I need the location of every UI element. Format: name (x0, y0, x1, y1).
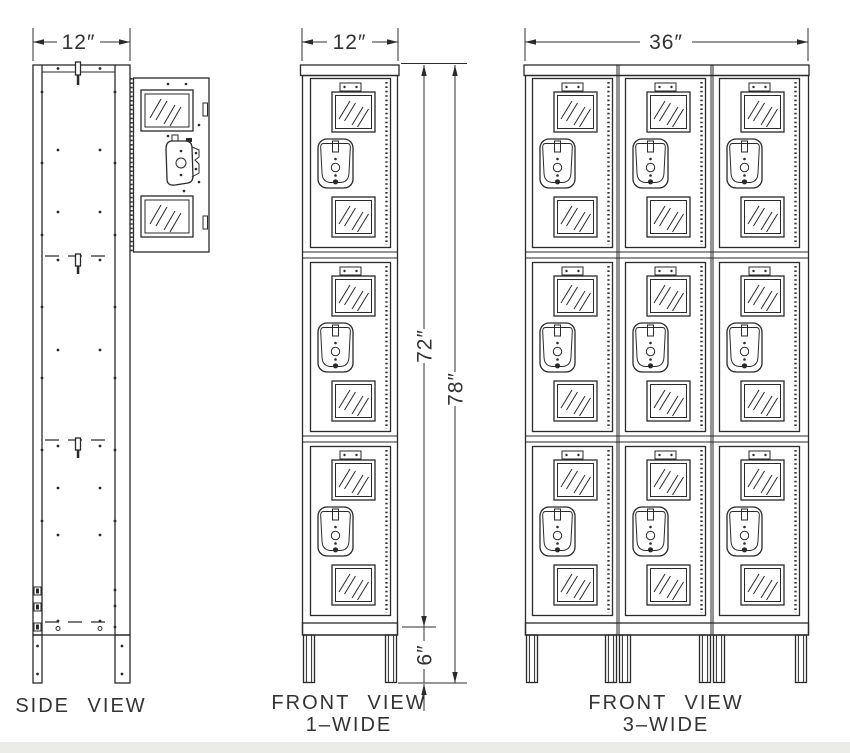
base-rail (524, 622, 810, 636)
locker-leg (525, 634, 539, 684)
bottom-edge-band (0, 742, 850, 753)
locker-leg (698, 634, 712, 684)
side-width-dim-text: 12″ (62, 31, 96, 54)
locker-door (309, 77, 392, 249)
front-view-1-wide: 12″ 72″ (271, 28, 467, 736)
front-1wide-width-dim-text: 12″ (333, 31, 367, 54)
side-view-body (32, 61, 131, 684)
side-view-open-door (130, 77, 210, 253)
front-1wide-label-line2: 1–WIDE (306, 714, 392, 736)
locker-door (624, 261, 707, 433)
locker-door (531, 77, 614, 249)
locker-leg (604, 634, 618, 684)
locker-door (531, 261, 614, 433)
top-cap (523, 64, 810, 77)
front-1wide-width-dimension: 12″ (301, 28, 399, 61)
front-1wide-label-line1: FRONT VIEW (271, 692, 426, 714)
side-view: 12″ (15, 28, 210, 717)
locker-leg (302, 634, 316, 684)
locker-door (624, 77, 707, 249)
front-3wide-width-dim-text: 36″ (649, 31, 683, 54)
side-view-latch (165, 134, 200, 193)
locker-door (531, 445, 614, 617)
base-height-dim-text: 6″ (413, 644, 436, 665)
side-view-legs (32, 634, 131, 684)
front-view-3-wide: 36″ FRONT VIEW 3–WIDE (523, 28, 810, 736)
locker-door (718, 77, 801, 249)
locker-leg (384, 634, 398, 684)
locker-leg (794, 634, 808, 684)
side-view-width-dimension: 12″ (32, 28, 131, 61)
front-3wide-label-line1: FRONT VIEW (588, 692, 743, 714)
locker-door (309, 445, 392, 617)
locker-door (718, 445, 801, 617)
side-view-rivets (40, 67, 117, 631)
side-view-hinge-bolts (33, 586, 42, 632)
overall-height-dim-text: 78″ (444, 372, 467, 406)
locker-door (718, 261, 801, 433)
side-view-label: SIDE VIEW (15, 695, 146, 717)
locker-leg (712, 634, 726, 684)
height-dimensions: 72″ 78″ 6″ (398, 63, 467, 711)
base-rail (301, 622, 399, 636)
body-height-dim-text: 72″ (413, 329, 436, 363)
locker-door (309, 261, 392, 433)
front-3wide-label-line2: 3–WIDE (623, 714, 709, 736)
locker-door (624, 445, 707, 617)
front-3wide-width-dimension: 36″ (524, 28, 809, 61)
top-cap (299, 64, 400, 77)
locker-leg (618, 634, 632, 684)
